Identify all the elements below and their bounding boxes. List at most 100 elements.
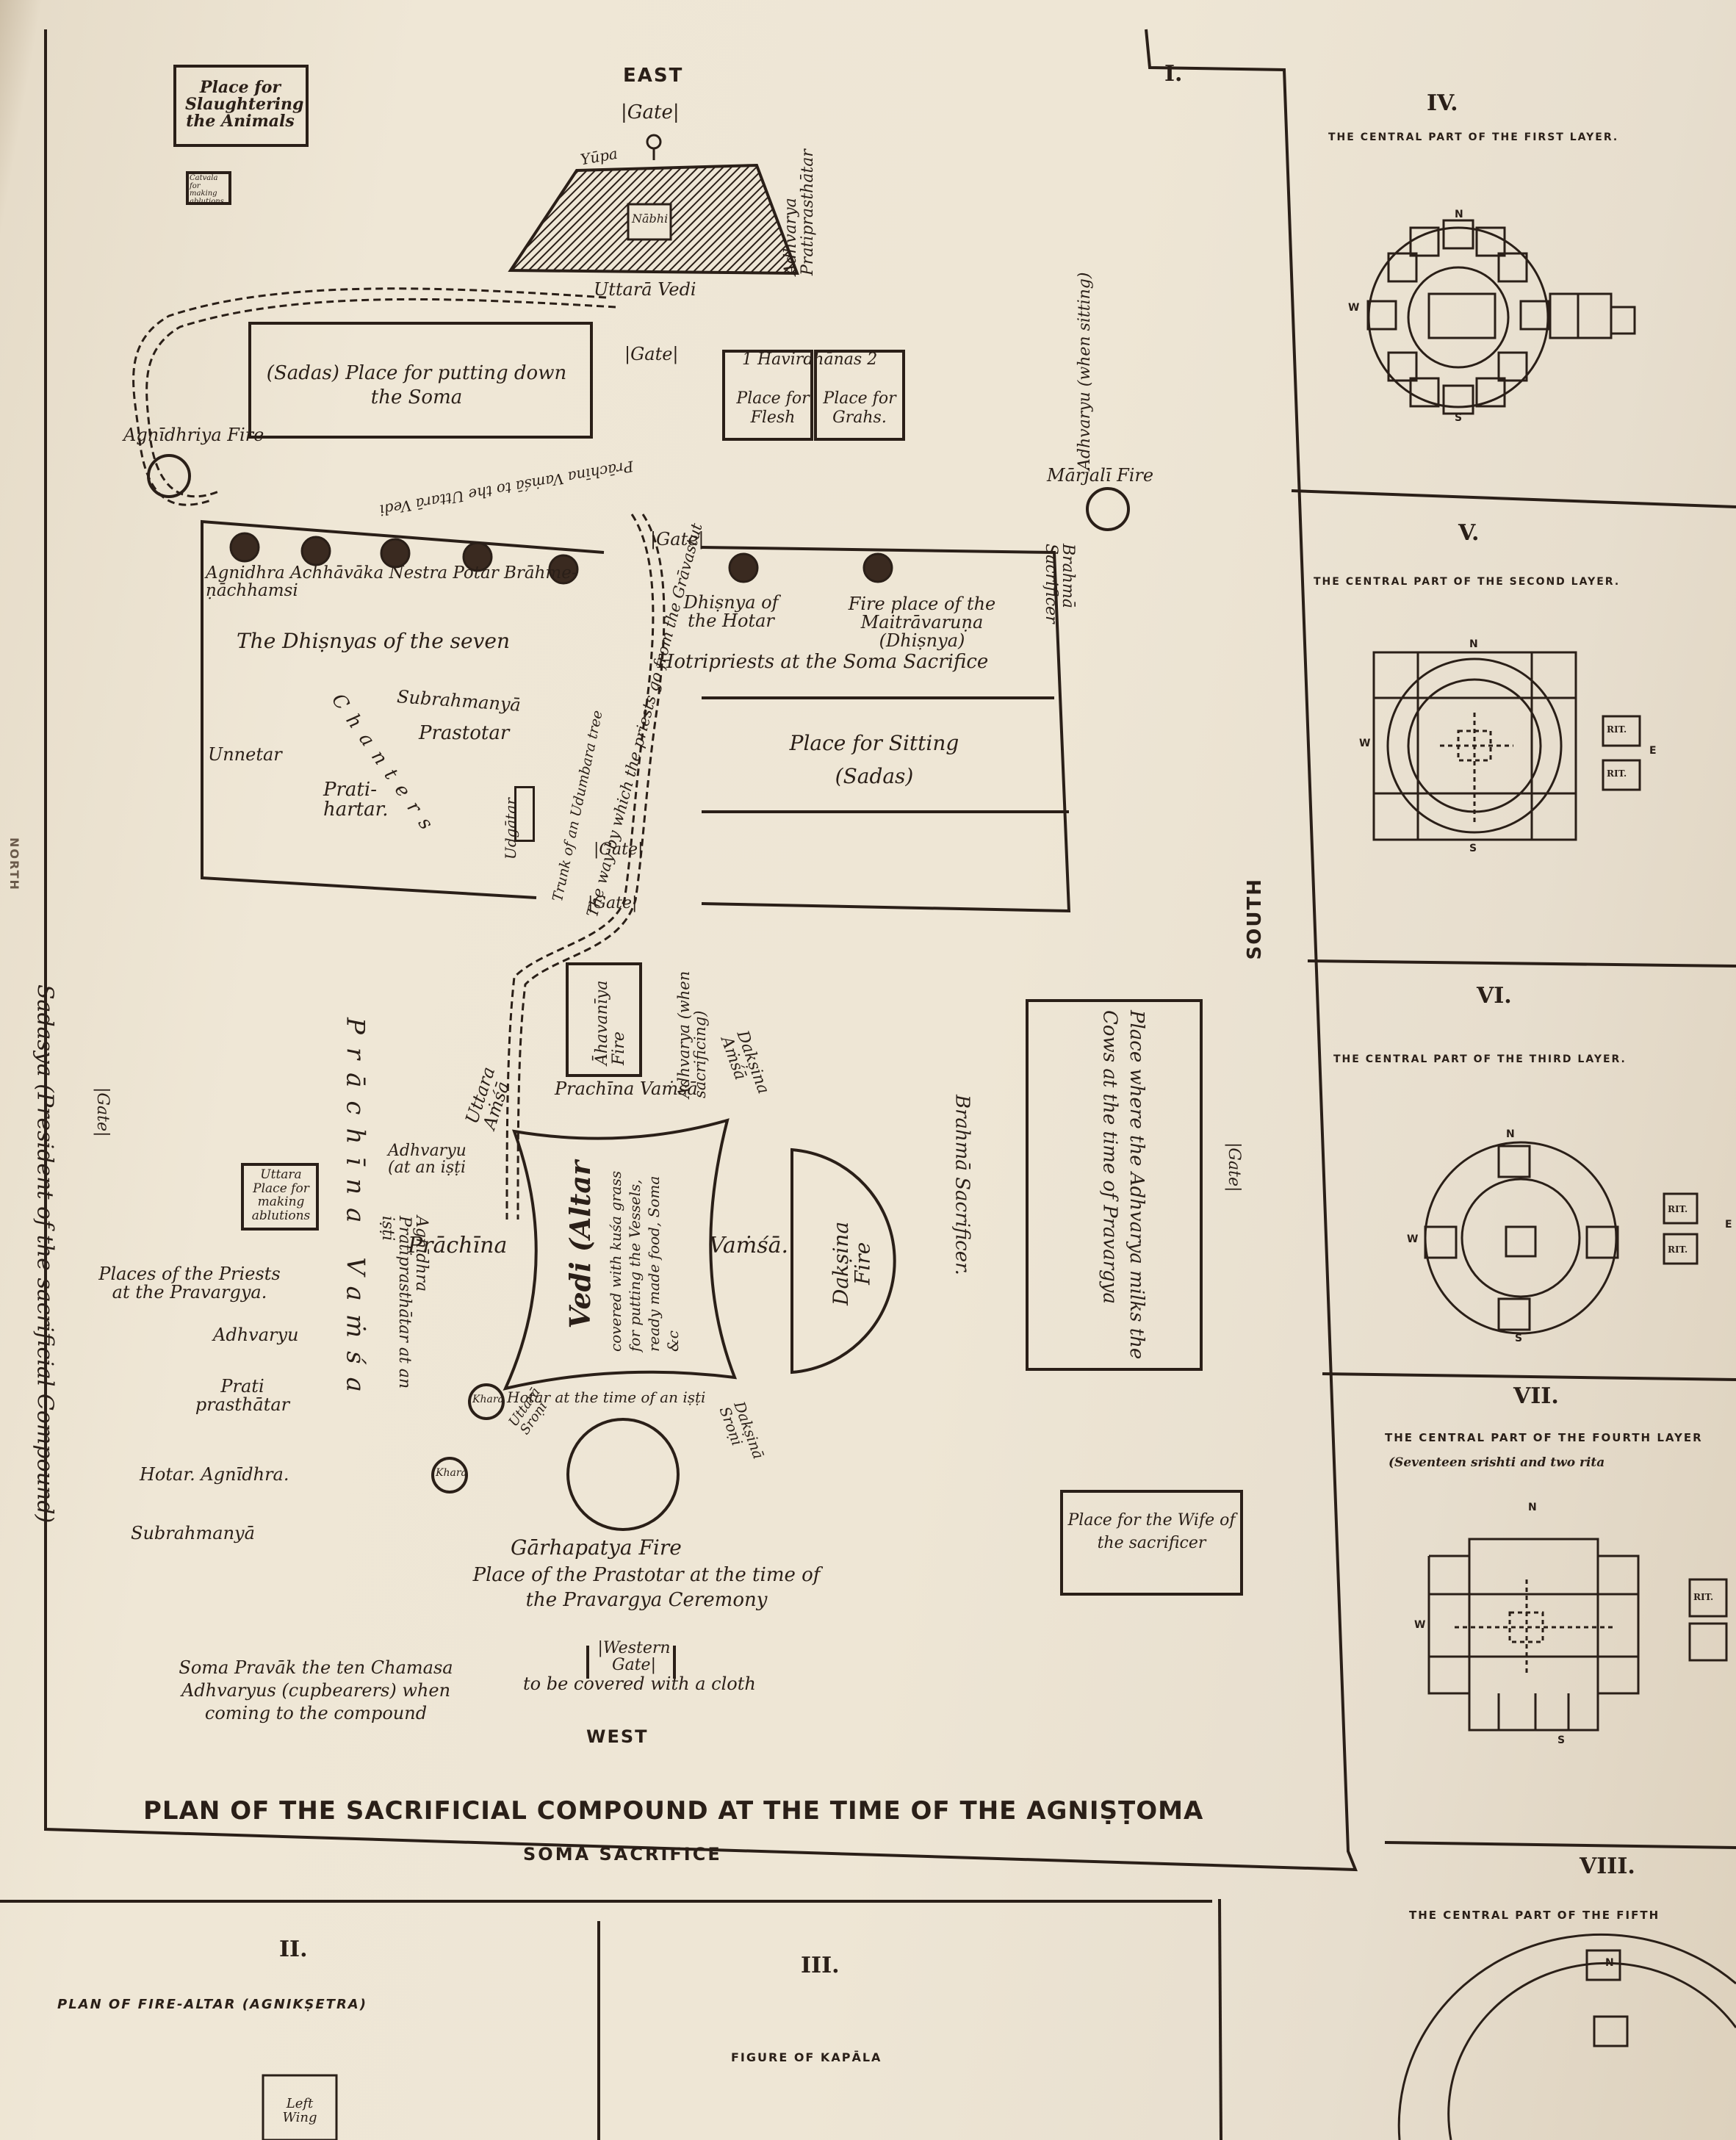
hotar-time-label: Hotar at the time of an iṣṭi [507,1388,706,1406]
dhisnyas-row-label: Agnidhra Achhāvāka Nestra Potar Brāhme-ṇ… [206,563,577,601]
prachina-word-label: Prāchīna [408,1233,508,1258]
vii-compass-n: N [1528,1502,1538,1513]
marjali-fire-label: Mārjalī Fire [1047,465,1154,486]
garhapatya-label: Gārhapatya Fire [511,1535,682,1560]
vedi-desc-label: covered with kuśa grass for putting the … [607,1170,682,1352]
south-label: SOUTH [1244,878,1266,960]
dhisnya-hotar-label: Dhiṣnya of the Hotar [683,592,779,632]
places-priests-label: Places of the Priests at the Pravargya. [98,1264,281,1303]
vii-rit-1: RIT. [1693,1592,1714,1602]
panel-vi-title: THE CENTRAL PART OF THE THIRD LAYER. [1333,1053,1627,1065]
sadas-soma-box [248,322,593,439]
panel-iii-number: III. [801,1953,840,1978]
vi-rit-2: RIT. [1668,1244,1688,1255]
panel-ii-title: PLAN OF FIRE-ALTAR (AGNIKṢETRA) [57,1997,367,2012]
sadas-left-box [201,519,605,899]
agnidhriya-fire [147,454,191,498]
wife-label: Place for the Wife of the sacrificer [1067,1511,1236,1552]
south-gate-label: |Gate| [1225,1142,1244,1192]
panel-vi-number: VI. [1477,983,1512,1009]
v-compass-e: E [1649,745,1658,757]
catvala-label: Catvala for making ablutions [190,174,224,206]
udumbara-trunk [514,786,535,842]
plan-subtitle: SOMA SACRIFICE [523,1844,722,1865]
catvala-box [186,171,231,205]
adhvarya-pratiprasthatar-label: Adhvarya Pratiprasthātar [782,149,818,275]
vi-rit-1: RIT. [1668,1204,1688,1214]
v-compass-s: S [1469,843,1479,854]
dhisnya-dots [229,532,893,585]
daksina-fire-label: Dakṣina Fire [829,1221,875,1306]
divider-iii-viii [1218,1898,1222,2140]
agnidhriya-fire-label: Agnīdhriya Fire [123,425,264,445]
v-rit-2: RIT. [1607,768,1627,779]
vedi-altar-shape [503,1118,738,1391]
upper-gate-label: |Gate| [650,529,705,550]
panel-v-number: V. [1458,520,1480,546]
pratihartar-label: Prati-hartar. [323,779,389,821]
khara-2 [431,1457,468,1494]
adhvaryu-sitting-label: Adhvaryu (when sitting) [1076,272,1094,470]
adhvaryu-label: Adhvaryu [213,1325,299,1345]
dhisnyas-seven-label: The Dhiṣnyas of the seven [237,629,511,653]
priests-way-path [132,287,666,1220]
marjali-fire [1086,487,1130,531]
prastotar-label: Prastotar [419,722,510,744]
brahma-sacrificer-label: Brahmā Sacrificer [1041,544,1077,624]
viii-compass-n: N [1605,1957,1616,1969]
mid-gate-label: |Gate| [624,344,679,364]
subrahmanya2-label: Subrahmanyā [131,1523,255,1543]
panel-v-figure [1372,651,1641,841]
west-label: WEST [586,1726,649,1747]
garhapatya-fire [566,1418,680,1531]
western-gate-label: |Western Gate| [597,1639,671,1675]
panel-vii-figure [1427,1538,1728,1732]
v-rit-1: RIT. [1607,724,1627,735]
panel-iv-title: THE CENTRAL PART OF THE FIRST LAYER. [1328,132,1619,143]
daksina-fire-shape [790,1148,896,1375]
adhvarya-sacrificing-label: Adhvarya (when sacrificing) [675,970,710,1098]
iv-compass-w: W [1348,302,1361,314]
sadas-soma-label: (Sadas) Place for putting down the Soma [266,362,567,408]
divider-iv-v [1291,489,1736,508]
vii-compass-w: W [1414,1619,1427,1631]
iv-compass-n: N [1455,209,1465,220]
panel-vii-title: THE CENTRAL PART OF THE FOURTH LAYER [1385,1431,1703,1444]
uttara-ablutions-label: Uttara Place for making ablutions [251,1167,311,1224]
western-cover-label: to be covered with a cloth [523,1674,756,1694]
panel-vi-figure [1424,1141,1699,1335]
wife-box [1060,1490,1243,1596]
north-label: NORTH [7,837,21,891]
place-grahs-label: Place for Grahs. [823,389,896,428]
panel-viii-figure [1397,1933,1736,2140]
vamsa-word-label: Vaṁśā. [709,1233,789,1258]
brahma-sacrificer2-label: Brahmā Sacrificer. [951,1095,973,1275]
lower-gate1-label: |Gate| [594,840,644,859]
unnetar-label: Unnetar [208,744,282,765]
havirdhanas-label: 1 Havirdhānas 2 [742,350,878,369]
prachina-vamsa-label: Prachīna Vaṁśā [555,1078,698,1099]
hotar-agnidhra-label: Hotar. Agnīdhra. [140,1464,289,1485]
panel-iii-title: FIGURE OF KAPĀLA [731,2050,882,2064]
vii-compass-s: S [1557,1734,1567,1746]
main-plan-frame [44,29,1358,1872]
ahavaniya-label: Āhavanīya Fire [593,980,629,1065]
nabhi-label: Nābhi [632,212,669,226]
place-cows-label: Place where the Adhvarya milks the Cows … [1098,1010,1148,1360]
place-prastotar-label: Place of the Prastotar at the time of th… [472,1564,821,1611]
panel-iv-number: IV. [1427,90,1458,116]
divider-v-vi [1307,959,1736,968]
slaughter-box [173,65,309,147]
lower-gate2-label: |Gate| [588,894,638,912]
panel-viii-title: THE CENTRAL PART OF THE FIFTH [1409,1909,1660,1922]
east-gate-label: |Gate| [621,101,680,123]
khara2-label: Khara [436,1467,467,1479]
khara1-label: Khara [472,1394,504,1405]
east-label: EAST [623,65,684,87]
havirdhana-1 [722,350,813,441]
havirdhana-2 [814,350,905,441]
left-wing-label: Left Wing [282,2096,317,2125]
sadas-right-box [701,546,1071,913]
